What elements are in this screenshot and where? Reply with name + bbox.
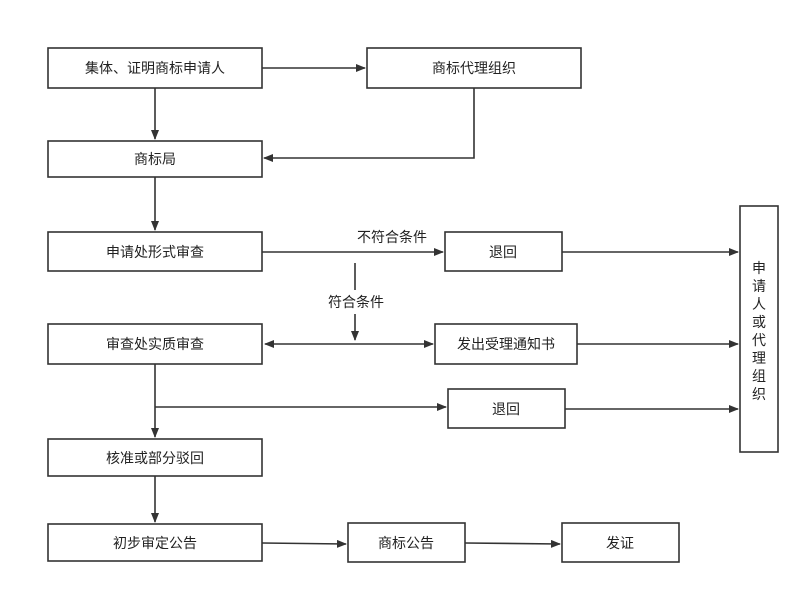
node-acceptance-notice: 发出受理通知书 [434,323,578,365]
node-formal-review: 申请处形式审查 [47,231,263,272]
edge-label-not-qualified: 不符合条件 [357,229,427,246]
edge-label-qualified: 符合条件 [328,294,384,311]
node-return-1: 退回 [444,231,563,272]
node-trademark-announce: 商标公告 [347,522,466,563]
node-office-label: 商标局 [134,152,176,168]
node-applicant-or-agency-label: 申请人或代理组织 [752,261,766,403]
node-applicant: 集体、证明商标申请人 [47,47,263,89]
edge-agency-to-office [263,88,475,162]
node-approve-or-reject-label: 核准或部分驳回 [106,451,204,467]
node-agency-label: 商标代理组织 [432,61,516,77]
node-office: 商标局 [47,140,263,178]
node-return-1-label: 退回 [489,245,517,261]
node-issue-certificate-label: 发证 [606,536,634,552]
node-trademark-announce-label: 商标公告 [378,536,434,552]
edge-preliminary-to-announce [261,539,347,548]
node-return-2: 退回 [447,388,566,429]
node-issue-certificate: 发证 [561,522,680,563]
node-applicant-or-agency: 申请人或代理组织 [739,205,779,453]
node-approve-or-reject: 核准或部分驳回 [47,438,263,477]
node-acceptance-notice-label: 发出受理通知书 [457,336,555,353]
node-applicant-label: 集体、证明商标申请人 [85,60,225,77]
node-substantive-review-label: 审查处实质审查 [106,337,204,353]
node-return-2-label: 退回 [492,402,520,418]
node-agency: 商标代理组织 [366,47,582,89]
node-substantive-review: 审查处实质审查 [47,323,263,365]
edge-announce-to-certificate [464,539,561,548]
node-formal-review-label: 申请处形式审查 [106,245,204,261]
node-preliminary-announce: 初步审定公告 [47,523,263,562]
node-preliminary-announce-label: 初步审定公告 [113,535,197,552]
